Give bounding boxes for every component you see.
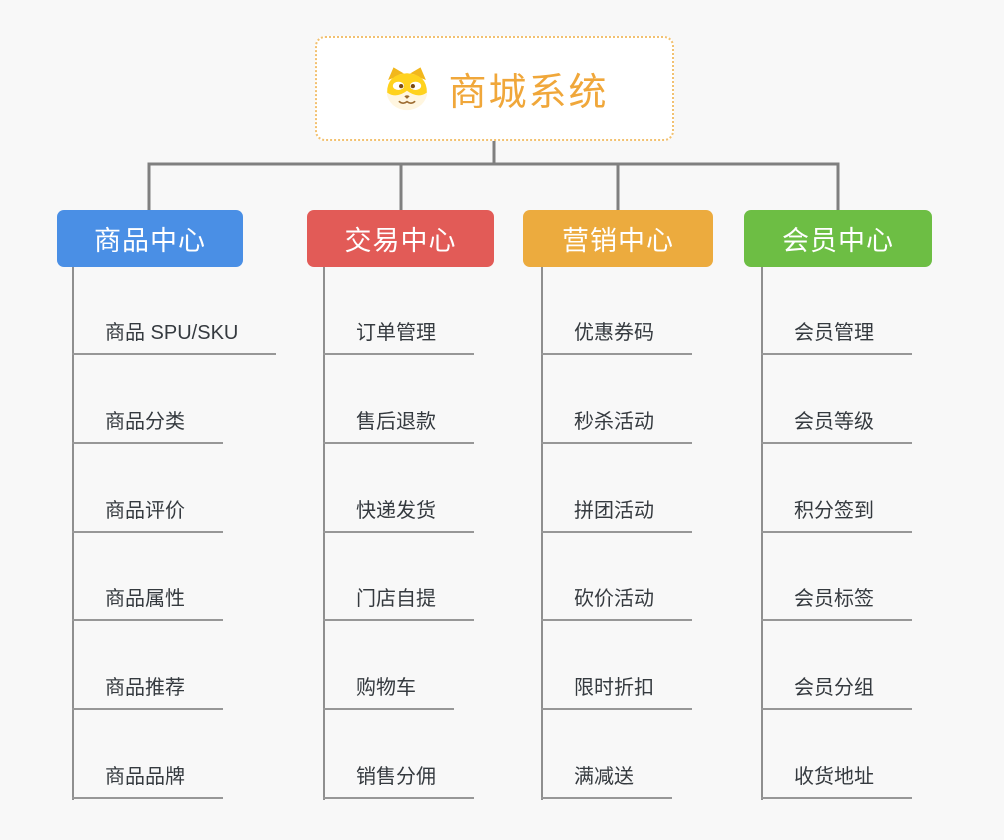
child-node[interactable]: 商品评价 — [72, 496, 223, 533]
child-node[interactable]: 会员管理 — [761, 318, 912, 355]
branch-header-member-center[interactable]: 会员中心 — [744, 210, 932, 267]
child-node[interactable]: 积分签到 — [761, 496, 912, 533]
root-node[interactable]: 商城系统 — [315, 36, 674, 141]
branch-header-product-center[interactable]: 商品中心 — [57, 210, 243, 267]
branch-header-marketing-center[interactable]: 营销中心 — [523, 210, 713, 267]
child-node[interactable]: 商品推荐 — [72, 673, 223, 710]
child-node[interactable]: 商品品牌 — [72, 762, 223, 799]
child-node[interactable]: 秒杀活动 — [541, 407, 692, 444]
child-node[interactable]: 门店自提 — [323, 584, 474, 621]
child-node[interactable]: 商品属性 — [72, 584, 223, 621]
child-node[interactable]: 会员分组 — [761, 673, 912, 710]
branch-header-label: 会员中心 — [782, 226, 894, 256]
child-node[interactable]: 销售分佣 — [323, 762, 474, 799]
branch-header-trade-center[interactable]: 交易中心 — [307, 210, 494, 267]
child-node[interactable]: 订单管理 — [323, 318, 474, 355]
branch-header-label: 营销中心 — [562, 226, 674, 256]
child-node[interactable]: 满减送 — [541, 762, 672, 799]
child-node[interactable]: 商品分类 — [72, 407, 223, 444]
dog-face-icon — [387, 66, 428, 110]
child-node[interactable]: 砍价活动 — [541, 584, 692, 621]
child-node[interactable]: 会员标签 — [761, 584, 912, 621]
root-title: 商城系统 — [448, 72, 609, 114]
child-node[interactable]: 拼团活动 — [541, 496, 692, 533]
child-node[interactable]: 限时折扣 — [541, 673, 692, 710]
child-node[interactable]: 优惠券码 — [541, 318, 692, 355]
child-node[interactable]: 会员等级 — [761, 407, 912, 444]
branch-header-label: 交易中心 — [344, 226, 457, 256]
branch-header-label: 商品中心 — [94, 226, 206, 256]
child-node[interactable]: 购物车 — [323, 673, 454, 710]
child-node[interactable]: 收货地址 — [761, 762, 912, 799]
child-node[interactable]: 售后退款 — [323, 407, 474, 444]
child-node[interactable]: 商品 SPU/SKU — [72, 318, 277, 355]
child-node[interactable]: 快递发货 — [323, 496, 474, 533]
